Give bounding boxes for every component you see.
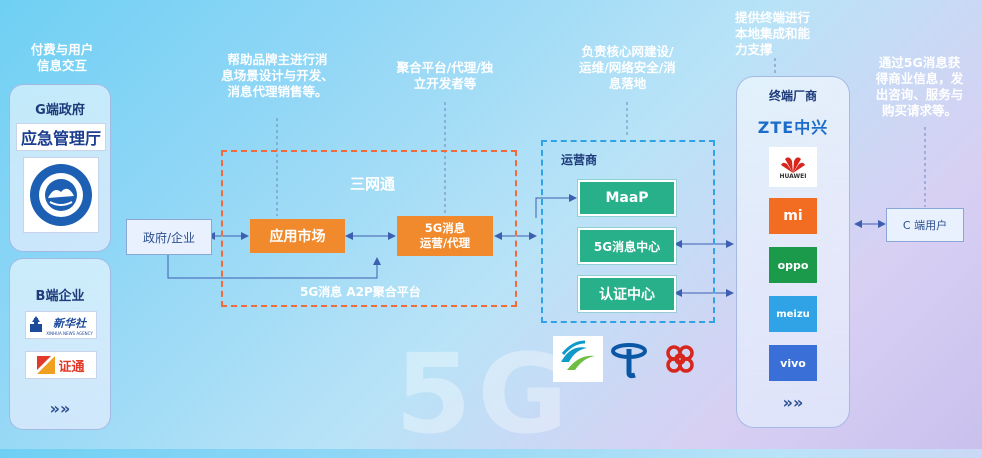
xinhua-building-icon [30,316,43,332]
operator-title: 运营商 [561,153,598,167]
note-aggregator: 聚合平台/代理/独 立开发者等 [396,60,494,91]
emergency-dept-text: 应急管理厅 [20,129,101,148]
note-operator-duty: 负责核心网建设/ 运维/网络安全/消 息落地 [579,44,676,91]
zte-logo: ZTE中兴 [755,113,831,139]
terminal-more-icon[interactable]: »» [782,393,804,412]
operator-region [541,140,715,323]
a2p-platform-label: 5G消息 A2P聚合平台 [300,285,421,299]
vivo-logo: vivo [769,345,817,381]
b-panel-more-icon[interactable]: »» [49,399,71,418]
5g-message-center-label: 5G消息中心 [593,239,661,254]
terminal-title: 终端厂商 [768,89,817,103]
operation-agent-box[interactable]: 5G消息 运营/代理 [397,216,493,256]
note-app-dev: 帮助品牌主进行消 息场景设计与开发、 消息代理销售等。 [221,52,334,99]
xiaomi-logo: mi [769,198,817,234]
gov-enterprise-box[interactable]: 政府/企业 [126,219,212,255]
xinhua-logo: 新华社 XINHUA NEWS AGENCY [25,311,97,339]
three-network-title: 三网通 [350,175,396,193]
oppo-text: oppo [777,258,809,272]
5g-message-center-box[interactable]: 5G消息中心 [578,228,676,264]
note-customer-duty: 通过5G消息获 得商业信息，发 出咨询、服务与 购买请求等。 [875,55,964,118]
emergency-dept-logo: 应急管理厅 [16,123,106,151]
china-unicom-logo [656,336,704,382]
zhengtong-text: 证通 [58,359,85,375]
maap-box[interactable]: MaaP [578,180,676,216]
zhengtong-icon [37,356,56,374]
maap-label: MaaP [605,190,649,206]
huawei-text: HUAWEI [779,172,807,180]
vivo-text: vivo [780,356,806,370]
xinhua-text: 新华社 [53,316,86,330]
note-terminal-duty: 提供终端进行 本地集成和能 力支撑 [735,10,811,57]
note-payment: 付费与用户 信息交互 [30,42,94,73]
gov-enterprise-label: 政府/企业 [142,230,196,245]
xiaomi-text: mi [783,208,803,224]
emblem-icon [30,164,92,226]
meizu-logo: meizu [769,296,817,332]
app-market-box[interactable]: 应用市场 [250,219,345,253]
auth-center-label: 认证中心 [599,287,655,303]
meizu-text: meizu [776,308,810,320]
c-end-user-box[interactable]: C 端用户 [886,208,964,242]
operation-agent-line1: 5G消息 [424,221,466,235]
china-mobile-logo [553,336,603,382]
oppo-logo: oppo [769,247,817,283]
xinhua-subtext: XINHUA NEWS AGENCY [46,330,93,336]
b-enterprise-panel: B端企业 新华社 XINHUA NEWS AGENCY 证通 »» [9,258,111,430]
huawei-petals-icon [781,156,805,173]
watermark-5g: 5G [395,330,574,458]
app-market-label: 应用市场 [269,229,326,245]
g-panel-title: G端政府 [35,103,85,118]
three-network-region [221,150,517,307]
huawei-logo: HUAWEI [769,147,817,187]
china-unicom-icon [666,345,694,373]
auth-center-box[interactable]: 认证中心 [578,276,676,312]
zhengtong-logo: 证通 [25,351,97,379]
g-government-panel: G端政府 应急管理厅 [9,84,111,252]
operation-agent-line2: 运营/代理 [419,236,471,250]
zte-text: ZTE中兴 [757,118,829,137]
meteorology-emblem [23,157,99,233]
china-telecom-logo [605,336,653,382]
b-panel-title: B端企业 [35,289,85,304]
c-end-user-label: C 端用户 [902,219,948,232]
terminal-vendor-panel: 终端厂商 ZTE中兴 HUAWEI mi oppo meizu vivo »» [736,76,850,428]
china-mobile-icon [561,340,595,370]
china-telecom-icon [611,343,647,379]
